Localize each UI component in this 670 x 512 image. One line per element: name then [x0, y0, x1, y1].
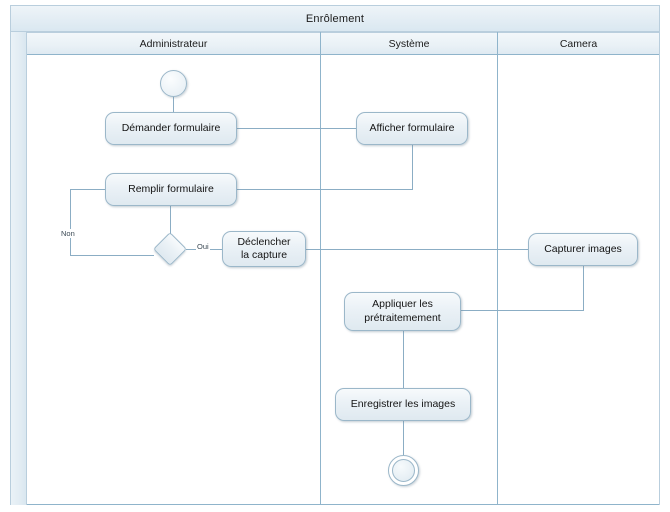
lane-header-administrateur[interactable]: Administrateur — [27, 32, 320, 55]
action-label-appliquer-line2: prétraitemement — [364, 311, 441, 324]
edge-capturer-down — [583, 266, 584, 310]
diagram-title-bar: Enrôlement — [11, 6, 659, 32]
edge-remplir-to-decision — [170, 206, 171, 238]
decision-diamond — [153, 232, 187, 266]
edge-declencher-to-capturer — [305, 249, 529, 250]
action-afficher-formulaire[interactable]: Afficher formulaire — [356, 112, 468, 145]
edge-afficher-down — [412, 145, 413, 189]
swimlane-area: Administrateur Système Camera — [27, 32, 659, 505]
lane-header-systeme[interactable]: Système — [321, 32, 497, 55]
action-declencher-la-capture[interactable]: Déclencher la capture — [222, 231, 306, 267]
edge-decision-non-v — [70, 189, 71, 256]
action-label-afficher-formulaire: Afficher formulaire — [369, 121, 455, 134]
initial-node[interactable] — [160, 70, 187, 97]
action-label-remplir-formulaire: Remplir formulaire — [128, 182, 214, 195]
action-demander-formulaire[interactable]: Démander formulaire — [105, 112, 237, 145]
edge-label-non: Non — [60, 229, 76, 238]
action-label-declencher-line1: Déclencher — [237, 235, 291, 248]
lane-body-camera — [498, 55, 659, 505]
action-label-appliquer-line1: Appliquer les — [372, 298, 433, 311]
lane-header-camera[interactable]: Camera — [498, 32, 659, 55]
edge-non-to-remplir — [70, 189, 106, 190]
edge-enregistrer-to-end — [403, 420, 404, 455]
edge-decision-non-h — [70, 255, 154, 256]
action-label-demander-formulaire: Démander formulaire — [121, 121, 221, 134]
final-node[interactable] — [388, 455, 419, 486]
lane-bottom-border — [27, 504, 659, 505]
action-remplir-formulaire[interactable]: Remplir formulaire — [105, 173, 237, 206]
edge-start-to-demander — [173, 97, 174, 113]
lane-label-systeme: Système — [388, 37, 430, 50]
decision-node[interactable] — [153, 232, 187, 266]
diagram-title: Enrôlement — [305, 12, 365, 25]
edge-label-oui: Oui — [196, 242, 210, 251]
edge-afficher-to-remplir — [236, 189, 413, 190]
edge-capturer-to-appliquer — [460, 310, 584, 311]
lane-divider-1 — [320, 32, 321, 505]
action-appliquer-pretraitement[interactable]: Appliquer les prétraitemement — [344, 292, 461, 331]
partition-left-strip — [11, 32, 27, 505]
lane-label-camera: Camera — [559, 37, 598, 50]
action-capturer-images[interactable]: Capturer images — [528, 233, 638, 266]
action-enregistrer-les-images[interactable]: Enregistrer les images — [335, 388, 471, 421]
edge-demander-to-afficher — [236, 128, 357, 129]
lane-divider-2 — [497, 32, 498, 505]
action-label-declencher-line2: la capture — [240, 249, 288, 261]
edge-appliquer-to-enregistrer — [403, 331, 404, 388]
lane-label-administrateur: Administrateur — [139, 37, 208, 50]
action-label-capturer-images: Capturer images — [544, 242, 622, 255]
action-label-enregistrer-les-images: Enregistrer les images — [350, 397, 456, 410]
